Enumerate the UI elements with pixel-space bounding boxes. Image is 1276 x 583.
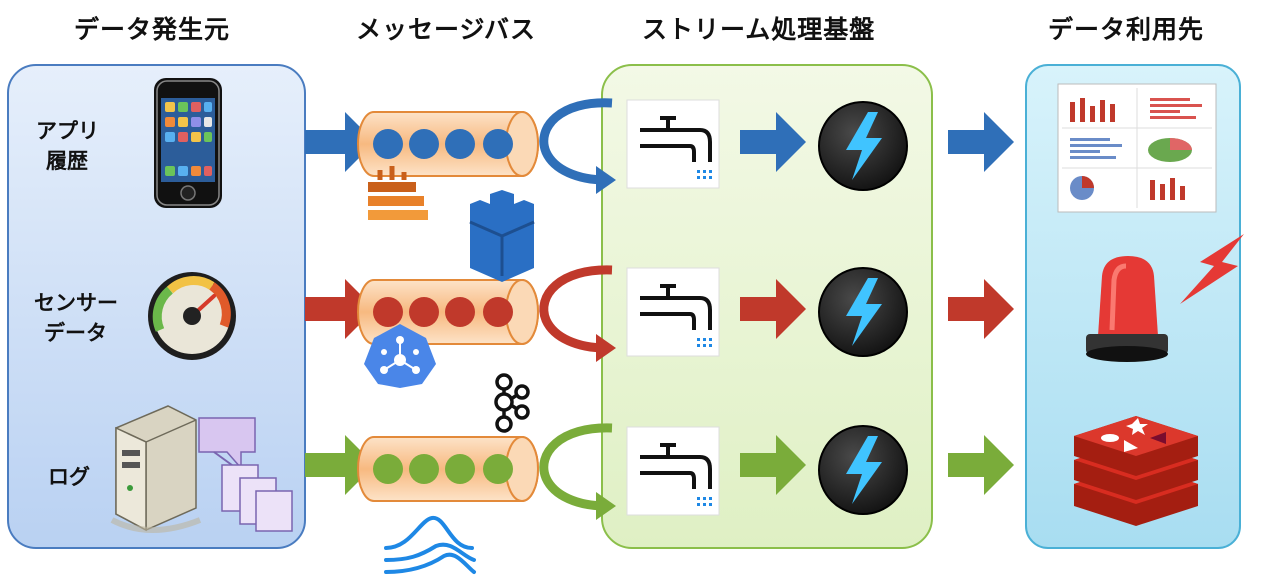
source-label-sensor: センサー データ [34,288,118,348]
sensor-line2: データ [44,321,107,345]
sensor-line1: センサー [34,291,118,315]
kinesis-icon [368,166,428,220]
header-stream-processing: ストリーム処理基盤 [642,15,876,44]
lambda-bolt-icon [818,267,908,357]
alarm-light-icon [1086,234,1244,362]
blue-arrow-to-sink [948,112,1014,172]
header-message-bus: メッセージバス [356,15,537,44]
server-icon [110,405,202,533]
source-label-log: ログ [48,465,90,489]
amazon-mq-icon [469,190,535,282]
app-history-line1: アプリ [36,119,99,143]
red-curve-arrow [539,265,616,362]
lambda-bolt-icon [818,425,908,515]
speedometer-icon [148,272,236,360]
app-history-line2: 履歴 [46,149,88,173]
queue-blue [357,111,539,177]
blue-arrow-stream [740,112,806,172]
documents-icon [198,417,293,532]
green-curve-arrow [539,423,616,520]
source-label-app-history: アプリ 履歴 [36,116,99,176]
pubsub-icon [364,324,436,388]
header-data-sinks: データ利用先 [1048,15,1205,44]
red-arrow-to-sink [948,279,1014,339]
redis-icon [1074,416,1198,526]
queue-green [357,436,539,502]
flink-icon [384,516,476,574]
faucet-icon [626,267,720,357]
faucet-icon [626,426,720,516]
lambda-bolt-icon [818,101,908,191]
header-data-sources: データ発生元 [74,15,231,44]
kafka-icon [494,373,530,433]
green-arrow-stream [740,435,806,495]
blue-curve-arrow [539,98,616,194]
green-arrow-to-sink [948,435,1014,495]
red-arrow-source-to-bus [305,279,375,339]
smartphone-icon [154,78,222,208]
faucet-icon [626,99,720,189]
blue-arrow-source-to-bus [305,112,375,172]
green-arrow-source-to-bus [305,435,375,495]
charts-report-icon [1057,83,1217,213]
red-arrow-stream [740,279,806,339]
